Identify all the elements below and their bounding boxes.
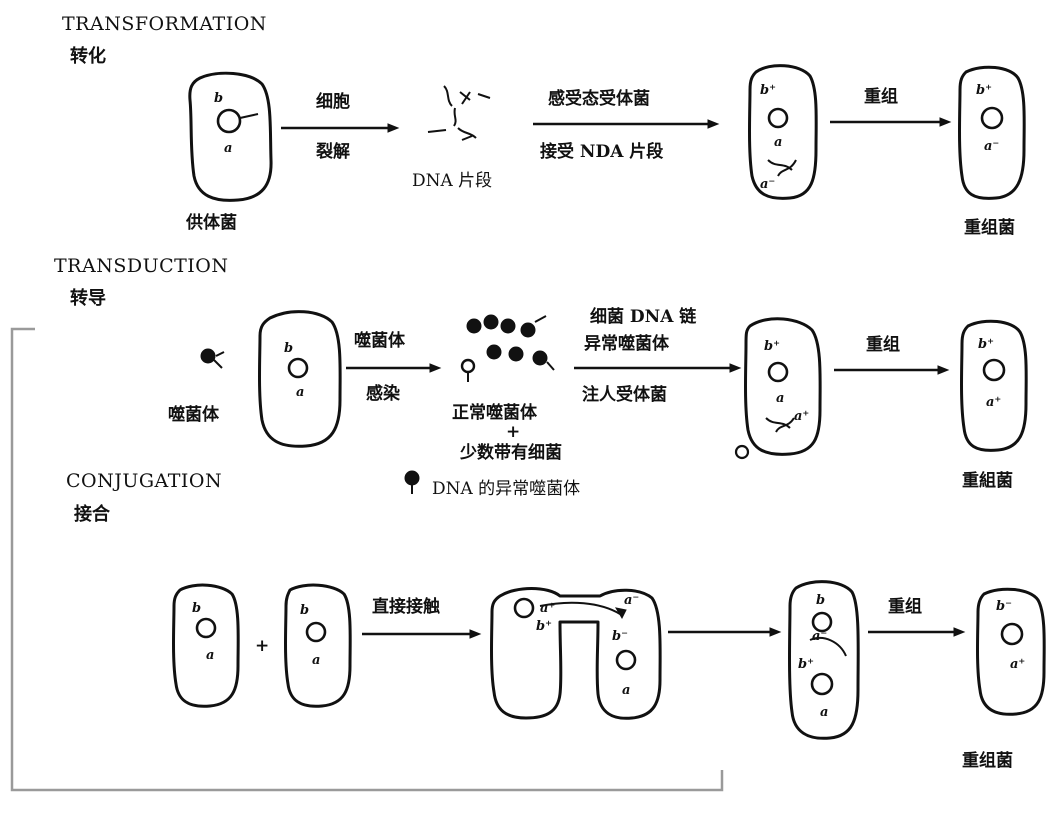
marker-a: a [206, 648, 214, 663]
marker-a-plus: a⁺ [1010, 657, 1025, 672]
arrowhead [939, 117, 952, 127]
transduction-result-label: 重組菌 [962, 470, 1013, 491]
marker-b: b [214, 91, 223, 106]
recipient-cell: b⁺ a a⁻ [748, 64, 818, 200]
marker-a: a [622, 683, 630, 698]
transduction-step3-top: 重组 [866, 334, 900, 355]
marker-b-minus: b⁻ [612, 629, 628, 644]
conjugation-title-en: CONJUGATION [66, 470, 222, 492]
transformation-section: TRANSFORMATION 转化 b a 供体菌 细胞 裂解 DNA 片段 [62, 13, 1026, 238]
transduction-step2-top-line2: 异常噬菌体 [584, 333, 670, 354]
marker-a-plus: a⁺ [794, 409, 809, 424]
conjugation-step1-top: 直接接触 [372, 596, 440, 617]
arrowhead [937, 365, 950, 375]
marker-a: a [774, 135, 782, 150]
marker-b: b [816, 593, 825, 608]
transformation-title-zh: 转化 [70, 45, 106, 67]
marker-a-minus: a⁻ [760, 177, 775, 192]
arrowhead [469, 629, 482, 639]
marker-a-minus: a⁻ [812, 629, 827, 644]
donor-cell: b a [188, 71, 273, 202]
arrowhead [769, 627, 782, 637]
marker-b-plus: b⁺ [976, 83, 992, 98]
marker-b-plus: b⁺ [760, 83, 776, 98]
arrowhead [707, 119, 720, 129]
marker-a: a [776, 391, 784, 406]
conjugation-cell-a: b a [172, 583, 240, 708]
marker-b: b [300, 603, 309, 618]
abnormal-phage-icon [404, 470, 420, 494]
marker-a-plus: a⁺ [986, 395, 1001, 410]
arrowhead [729, 363, 742, 373]
marker-a-minus: a⁻ [984, 139, 999, 154]
transformation-step2-top: 感受态受体菌 [548, 88, 650, 109]
transduction-recombinant-cell: b⁺ a⁺ [960, 319, 1028, 452]
transduction-title-zh: 转导 [70, 287, 106, 309]
transduction-step2-bottom: 注人受体菌 [582, 384, 667, 405]
transformation-step2-bottom: 接受 NDA 片段 [540, 141, 663, 162]
transduction-recipient-cell: b⁺ a a⁺ [734, 317, 822, 460]
dna-fragments [427, 85, 491, 141]
transformation-title-en: TRANSFORMATION [62, 13, 267, 35]
marker-a-minus: a⁻ [624, 593, 639, 608]
progeny-line3: DNA 的异常噬菌体 [432, 479, 580, 499]
conjugation-recombining-cell: b a⁻ b⁺ a [788, 580, 860, 740]
marker-a: a [820, 705, 828, 720]
progeny-line1: 正常噬菌体 [452, 402, 538, 423]
marker-b-plus: b⁺ [798, 657, 814, 672]
progeny-line2: 少数带有细菌 [459, 442, 562, 463]
transduction-section: TRANSDUCTION 转导 噬菌体 b a 噬菌体 感染 [54, 255, 1028, 499]
transduction-title-en: TRANSDUCTION [54, 255, 229, 277]
conjugation-section: CONJUGATION 接合 b a + b a 直接接触 a⁺ [66, 470, 1046, 771]
arrowhead [953, 627, 966, 637]
marker-b-minus: b⁻ [996, 599, 1012, 614]
conjugating-pair: a⁺ b⁺ a⁻ b⁻ a [490, 587, 662, 720]
conjugation-result-label: 重组菌 [962, 750, 1013, 771]
donor-label: 供体菌 [185, 212, 237, 233]
marker-b: b [192, 601, 201, 616]
grey-bracket [10, 327, 724, 792]
transduction-step1-top: 噬菌体 [354, 330, 406, 351]
conjugation-title-zh: 接合 [74, 503, 111, 525]
conjugation-recombinant-cell: b⁻ a⁺ [976, 587, 1046, 716]
conjugation-plus: + [255, 636, 269, 656]
arrowhead [387, 123, 400, 133]
arrowhead [429, 363, 442, 373]
transduction-step2-top-line1: 细菌 DNA 链 [590, 306, 697, 327]
marker-a: a [296, 385, 304, 400]
transformation-step1-bottom: 裂解 [315, 141, 350, 162]
marker-a: a [224, 141, 232, 156]
progeny-phages-icon [460, 314, 555, 382]
recombinant-cell: b⁺ a⁻ [958, 65, 1026, 200]
transformation-step1-top: 细胞 [316, 91, 350, 112]
conjugation-cell-b: b a [284, 583, 352, 708]
marker-b: b [284, 341, 293, 356]
marker-b-plus: b⁺ [536, 619, 552, 634]
transduction-step1-bottom: 感染 [366, 383, 400, 404]
host-cell: b a [258, 310, 342, 448]
marker-a-plus: a⁺ [540, 601, 555, 616]
progeny-plus: + [506, 422, 520, 442]
phage-label: 噬菌体 [168, 404, 220, 425]
marker-b-plus: b⁺ [978, 337, 994, 352]
marker-b-plus: b⁺ [764, 339, 780, 354]
fragments-label: DNA 片段 [412, 171, 492, 191]
transformation-step3-top: 重组 [864, 86, 898, 107]
transformation-result-label: 重组菌 [964, 217, 1015, 238]
conjugation-step3-top: 重组 [888, 596, 922, 617]
phage-icon [200, 348, 225, 369]
marker-a: a [312, 653, 320, 668]
